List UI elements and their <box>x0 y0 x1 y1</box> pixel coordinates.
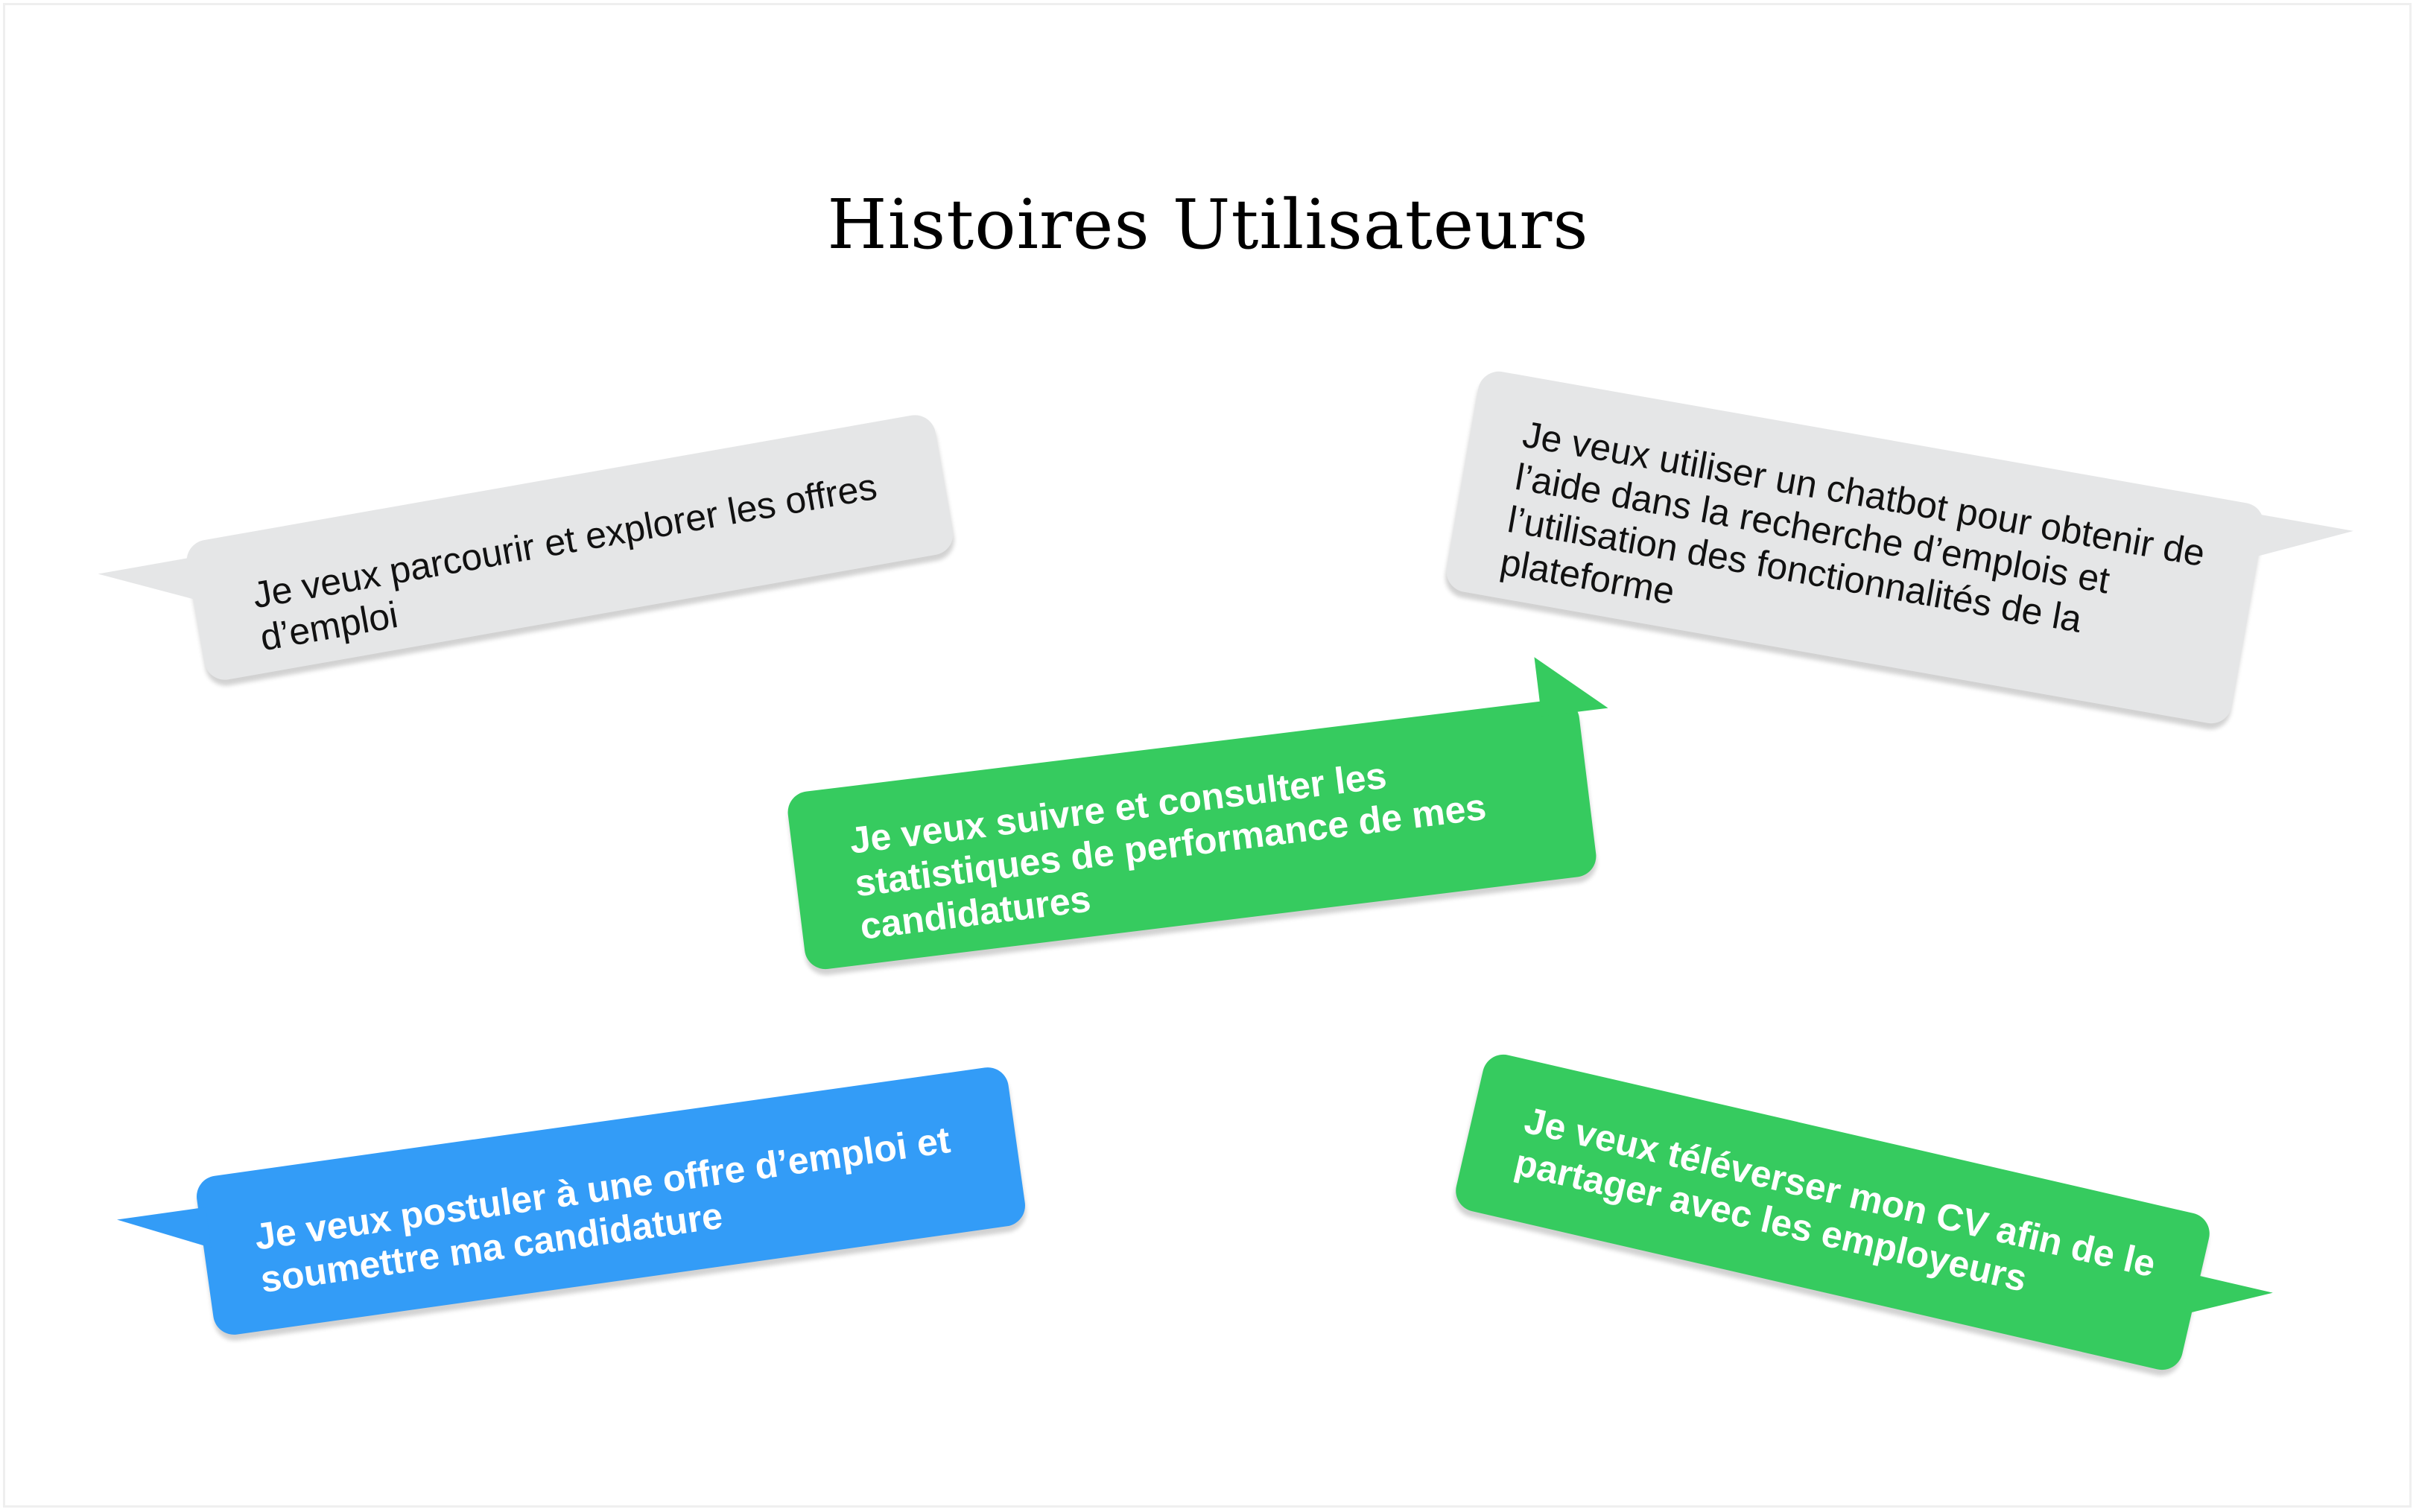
page-title: Histoires Utilisateurs <box>827 185 1589 264</box>
bubble-tail <box>1534 649 1608 717</box>
page-border <box>3 3 2412 1508</box>
